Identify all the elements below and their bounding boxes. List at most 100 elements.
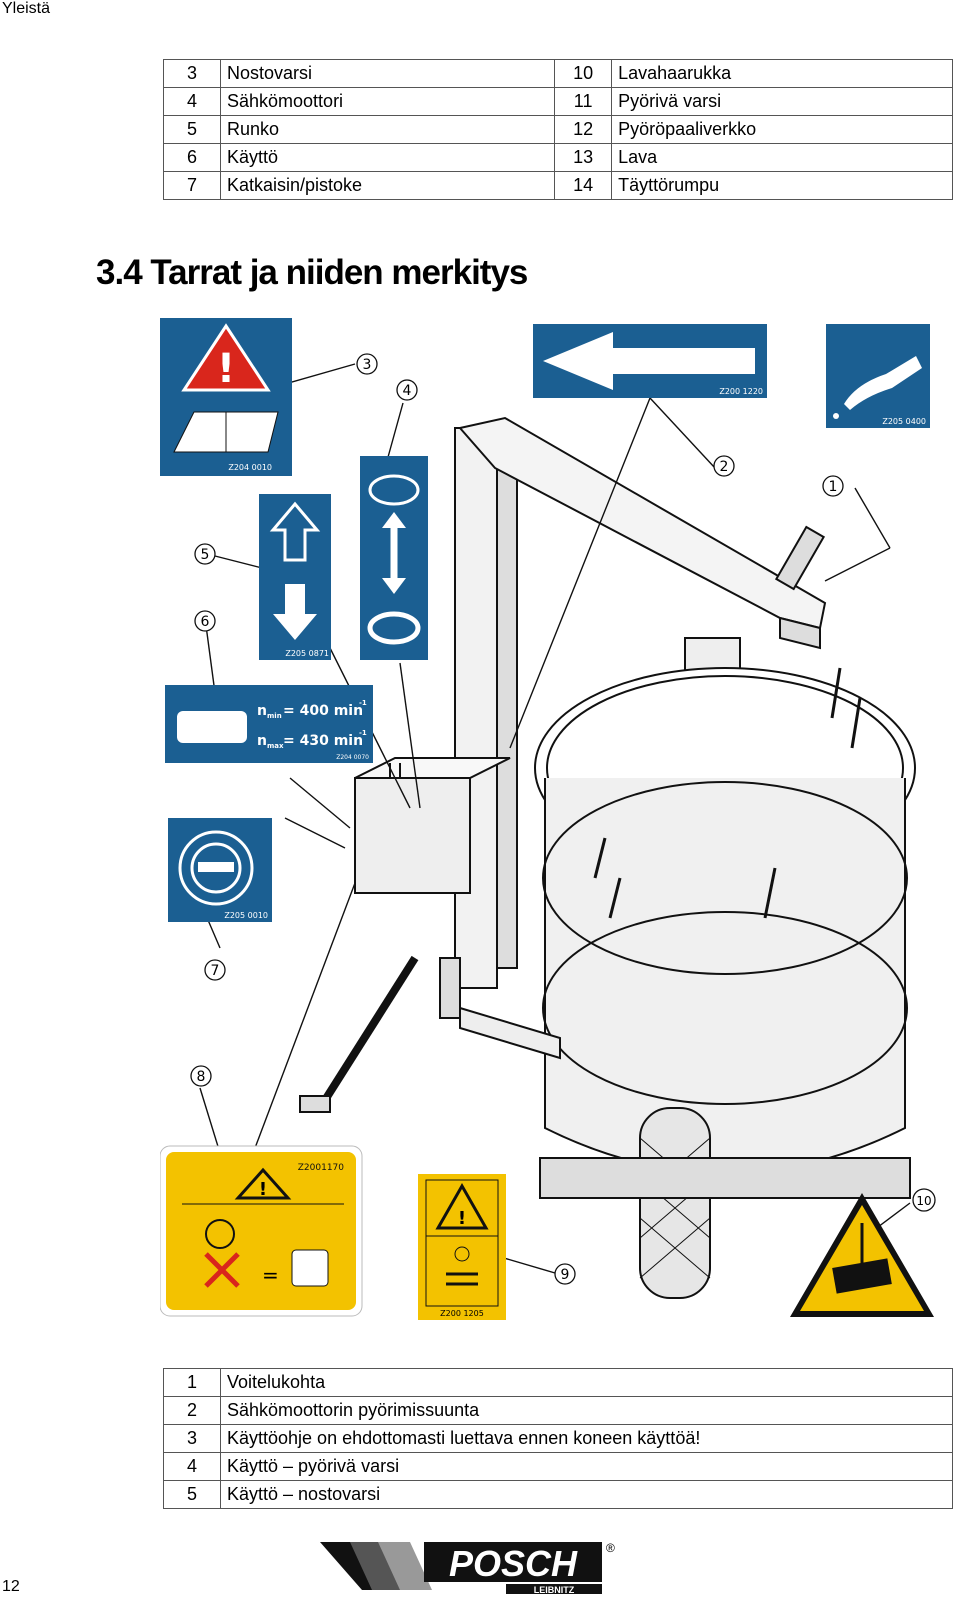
svg-text:Z200 1220: Z200 1220	[719, 387, 763, 396]
table-cell: 14	[554, 171, 613, 200]
rotate-icon	[368, 474, 420, 506]
svg-text:Z205 0010: Z205 0010	[224, 911, 268, 920]
rotate-icon	[205, 1219, 235, 1249]
svg-text:LEIBNITZ: LEIBNITZ	[534, 1585, 575, 1595]
machine-icon	[291, 1249, 329, 1287]
table-cell: Runko	[219, 115, 556, 144]
svg-text:-1: -1	[359, 699, 367, 707]
callout-9: 9	[554, 1263, 576, 1285]
svg-text:1: 1	[829, 479, 838, 495]
sticker-manual: ! Z204 0010	[160, 318, 292, 476]
table-cell: Täyttörumpu	[611, 171, 953, 200]
machine-figure: 3 4 2 1 5 6 7 8 9 10 ! Z204 0010 Z200 12…	[160, 318, 936, 1320]
svg-text:min: min	[267, 712, 282, 720]
table-row: 5 Käyttö – nostovarsi	[163, 1480, 953, 1509]
table-cell: 5	[163, 1480, 221, 1509]
svg-text:2: 2	[720, 459, 729, 475]
table-cell: Lavahaarukka	[611, 59, 953, 88]
svg-text:Z204 0010: Z204 0010	[228, 463, 272, 472]
table-cell: 13	[554, 143, 613, 172]
svg-text:Z205 0871: Z205 0871	[285, 649, 329, 658]
table-cell: Käyttö – pyörivä varsi	[220, 1452, 953, 1481]
svg-text:Z204 0070: Z204 0070	[336, 754, 369, 761]
svg-text:10: 10	[916, 1194, 931, 1208]
arrow-down-icon	[273, 584, 317, 640]
callout-6: 6	[194, 610, 216, 632]
svg-text:6: 6	[201, 614, 210, 630]
rotate-icon	[454, 1246, 470, 1262]
grease-gun-icon	[844, 356, 922, 410]
svg-text:n: n	[257, 703, 267, 719]
table-cell: 3	[163, 59, 221, 88]
callout-7: 7	[204, 959, 226, 981]
arrow-up-icon	[269, 501, 321, 562]
sticker-rotation	[360, 456, 428, 660]
table-row: 7 Katkaisin/pistoke 14 Täyttörumpu	[163, 171, 953, 200]
table-cell: 10	[554, 59, 613, 88]
sticker-drive: Z205 0871	[259, 494, 331, 660]
table-row: 4 Sähkömoottori 11 Pyörivä varsi	[163, 87, 953, 116]
plug-icon	[178, 830, 254, 906]
section-title: 3.4 Tarrat ja niiden merkitys	[96, 253, 528, 292]
arrow-left-icon	[543, 332, 755, 390]
posch-logo: POSCH ® LEIBNITZ	[320, 1541, 615, 1595]
callout-8: 8	[190, 1065, 212, 1087]
svg-text:8: 8	[197, 1069, 206, 1085]
svg-text:max: max	[267, 742, 284, 750]
page-number: 12	[2, 1578, 20, 1595]
table-cell: Käyttöohje on ehdottomasti luettava enne…	[220, 1424, 953, 1453]
table-cell: Pyöröpaaliverkko	[611, 115, 953, 144]
table-row: 2 Sähkömoottorin pyörimissuunta	[163, 1396, 953, 1425]
svg-text:!: !	[259, 1179, 267, 1200]
legend-table: 1 Voitelukohta 2 Sähkömoottorin pyörimis…	[163, 1368, 953, 1509]
table-cell: 4	[163, 1452, 221, 1481]
svg-text:!: !	[217, 346, 235, 392]
table-cell: Pyörivä varsi	[611, 87, 953, 116]
table-cell: Nostovarsi	[219, 59, 556, 88]
table-cell: Lava	[611, 143, 953, 172]
callout-10: 10	[912, 1188, 936, 1212]
sticker-speed: n min = 400 min -1 n max = 430 min -1 Z2…	[165, 685, 373, 763]
parts-table: 3 Nostovarsi 10 Lavahaarukka 4 Sähkömoot…	[163, 59, 953, 200]
load-icon	[832, 1258, 892, 1294]
svg-text:9: 9	[561, 1267, 570, 1283]
section-header: Yleistä	[2, 0, 51, 17]
table-cell: 6	[163, 143, 221, 172]
svg-text:-1: -1	[359, 729, 367, 737]
callout-4: 4	[396, 379, 418, 401]
table-cell: Sähkömoottori	[219, 87, 556, 116]
table-cell: Käyttö	[219, 143, 556, 172]
table-row: 4 Käyttö – pyörivä varsi	[163, 1452, 953, 1481]
machine-drawing	[299, 416, 916, 1299]
warning-icon	[181, 323, 271, 392]
svg-text:= 430 min: = 430 min	[283, 733, 363, 749]
sticker-warning-yellow: Z2001170 ! =	[160, 1145, 363, 1317]
table-row: 5 Runko 12 Pyöröpaaliverkko	[163, 115, 953, 144]
svg-text:POSCH: POSCH	[449, 1543, 578, 1584]
callout-1: 1	[822, 475, 844, 497]
table-row: 1 Voitelukohta	[163, 1368, 953, 1397]
table-row: 6 Käyttö 13 Lava	[163, 143, 953, 172]
table-cell: 1	[163, 1368, 221, 1397]
table-cell: 11	[554, 87, 613, 116]
svg-text:= 400 min: = 400 min	[283, 703, 363, 719]
table-row: 3 Nostovarsi 10 Lavahaarukka	[163, 59, 953, 88]
callout-2: 2	[713, 455, 735, 477]
table-row: 3 Käyttöohje on ehdottomasti luettava en…	[163, 1424, 953, 1453]
sticker-switch: Z205 0010	[168, 818, 272, 922]
table-cell: 5	[163, 115, 221, 144]
pto-shaft-icon	[177, 711, 247, 743]
sticker-arrow: Z200 1220	[533, 324, 767, 398]
table-cell: 4	[163, 87, 221, 116]
table-cell: 2	[163, 1396, 221, 1425]
sticker-lifting-warning	[790, 1193, 934, 1317]
callouts: 3 4 2 1 5 6 7 8 9 10	[190, 353, 936, 1285]
svg-text:Z200 1205: Z200 1205	[440, 1309, 484, 1318]
callout-3: 3	[356, 353, 378, 375]
table-cell: Katkaisin/pistoke	[219, 171, 556, 200]
svg-text:4: 4	[403, 383, 412, 399]
svg-text:=: =	[262, 1263, 279, 1287]
table-cell: 3	[163, 1424, 221, 1453]
svg-text:n: n	[257, 733, 267, 749]
svg-text:Z205 0400: Z205 0400	[882, 417, 926, 426]
